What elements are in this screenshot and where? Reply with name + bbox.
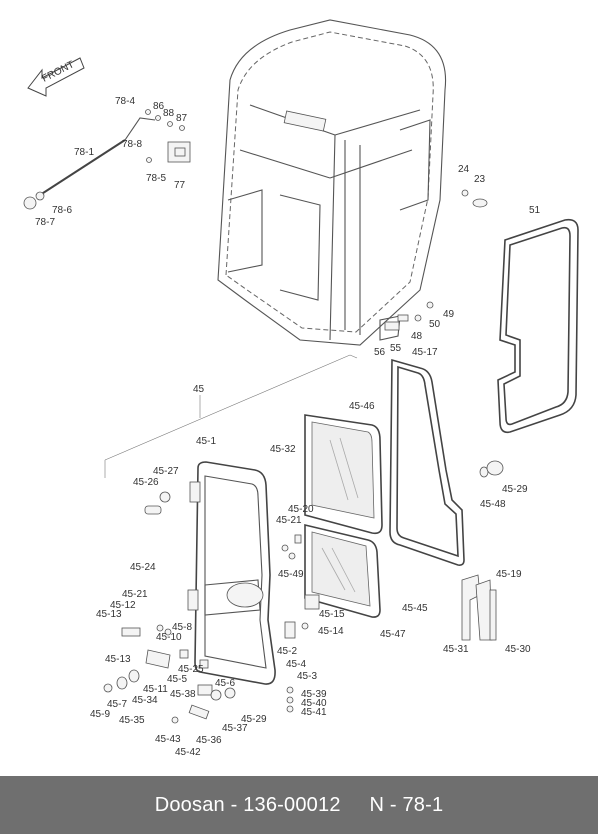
callout-label: 45-46 [349,401,375,412]
callout-label: 87 [176,113,188,124]
callout-label: 45-4 [286,659,306,670]
callout-label: 45-38 [170,689,196,700]
callout-label: 78-7 [35,217,55,228]
callout-label: 45-12 [110,600,136,611]
callout-label: 45-19 [496,569,522,580]
callout-label: 24 [458,164,470,175]
callout-label: 50 [429,319,441,330]
callout-label: 86 [153,101,165,112]
lever-assembly [23,109,191,210]
callout-label: 45-21 [122,589,148,600]
callout-label: 55 [390,343,402,354]
exploded-view-drawing: FRONT [23,19,579,758]
door-group-bracket [104,354,358,478]
callout-label: 48 [411,331,423,342]
callout-label: 45-3 [297,671,317,682]
callout-label: 88 [163,108,175,119]
callout-label: 45-40 [301,698,327,709]
door-frame [187,461,276,685]
callout-label: 78-1 [74,147,94,158]
callout-label: 45-34 [132,695,158,706]
callout-label: 45-10 [156,632,182,643]
callout-label: 45-49 [278,569,304,580]
upper-window-glass [304,414,383,535]
footer-bar: Doosan - 136-00012 N - 78-1 [0,776,598,834]
callout-label: 45-1 [196,436,216,447]
callout-label: 45-7 [107,699,127,710]
callout-label: 45-20 [288,504,314,515]
callout-label: 45-36 [196,735,222,746]
callout-label: 56 [374,347,386,358]
callout-label: 45-42 [175,747,201,758]
callout-label: 78-5 [146,173,166,184]
latch-parts-top-right [384,189,488,331]
callout-label: 45-30 [505,644,531,655]
callout-label: 49 [443,309,455,320]
cab-exploded-diagram: FRONT [23,19,579,758]
callout-label: 45-9 [90,709,110,720]
callout-label: 45-8 [172,622,192,633]
callout-label: 45-21 [276,515,302,526]
callout-label: 45-13 [105,654,131,665]
callout-label: 45-11 [143,684,168,695]
lower-window-glass [304,523,381,618]
callout-label: 78-8 [122,139,142,150]
callout-label: 45-17 [412,347,438,358]
callout-label: 45-29 [502,484,528,495]
callout-label: 77 [174,180,186,191]
footer-part-number: Doosan - 136-00012 N - 78-1 [154,793,444,816]
callout-label: 45-45 [402,603,428,614]
cab-frame [217,19,447,346]
callout-label: 45-47 [380,629,406,640]
callout-label: 45-24 [130,562,156,573]
callout-label: 45-2 [277,646,297,657]
hinge-pin-parts [479,460,504,478]
callout-label: 45-27 [153,466,179,477]
callout-label: 45-15 [319,609,345,620]
callout-label: 45-26 [133,477,159,488]
callout-label: 23 [474,174,486,185]
callout-label: 45-14 [318,626,344,637]
callout-label: 45-32 [270,444,296,455]
callout-label: 45-43 [155,734,181,745]
callout-label: 45-29 [241,714,267,725]
callout-label: 45-6 [215,678,235,689]
callout-label: 45-5 [167,674,187,685]
callout-label: 45-31 [443,644,469,655]
callout-label: 45-41 [301,707,327,718]
callout-label: 51 [529,205,541,216]
callout-label: 78-4 [115,96,135,107]
callout-label: 45-48 [480,499,506,510]
callout-label: 45-37 [222,723,248,734]
callout-label: 45-39 [301,689,327,700]
front-arrow-icon [27,57,85,97]
door-hardware-parts [103,491,320,724]
callout-label: 78-6 [52,205,72,216]
callout-label: 45-35 [119,715,145,726]
callout-label: 45-25 [178,664,204,675]
callout-label: 45-13 [96,609,122,620]
callout-label: 45 [193,384,205,395]
door-outer-gasket [389,358,465,566]
rear-window-gasket [497,218,579,434]
door-seals [461,574,497,641]
